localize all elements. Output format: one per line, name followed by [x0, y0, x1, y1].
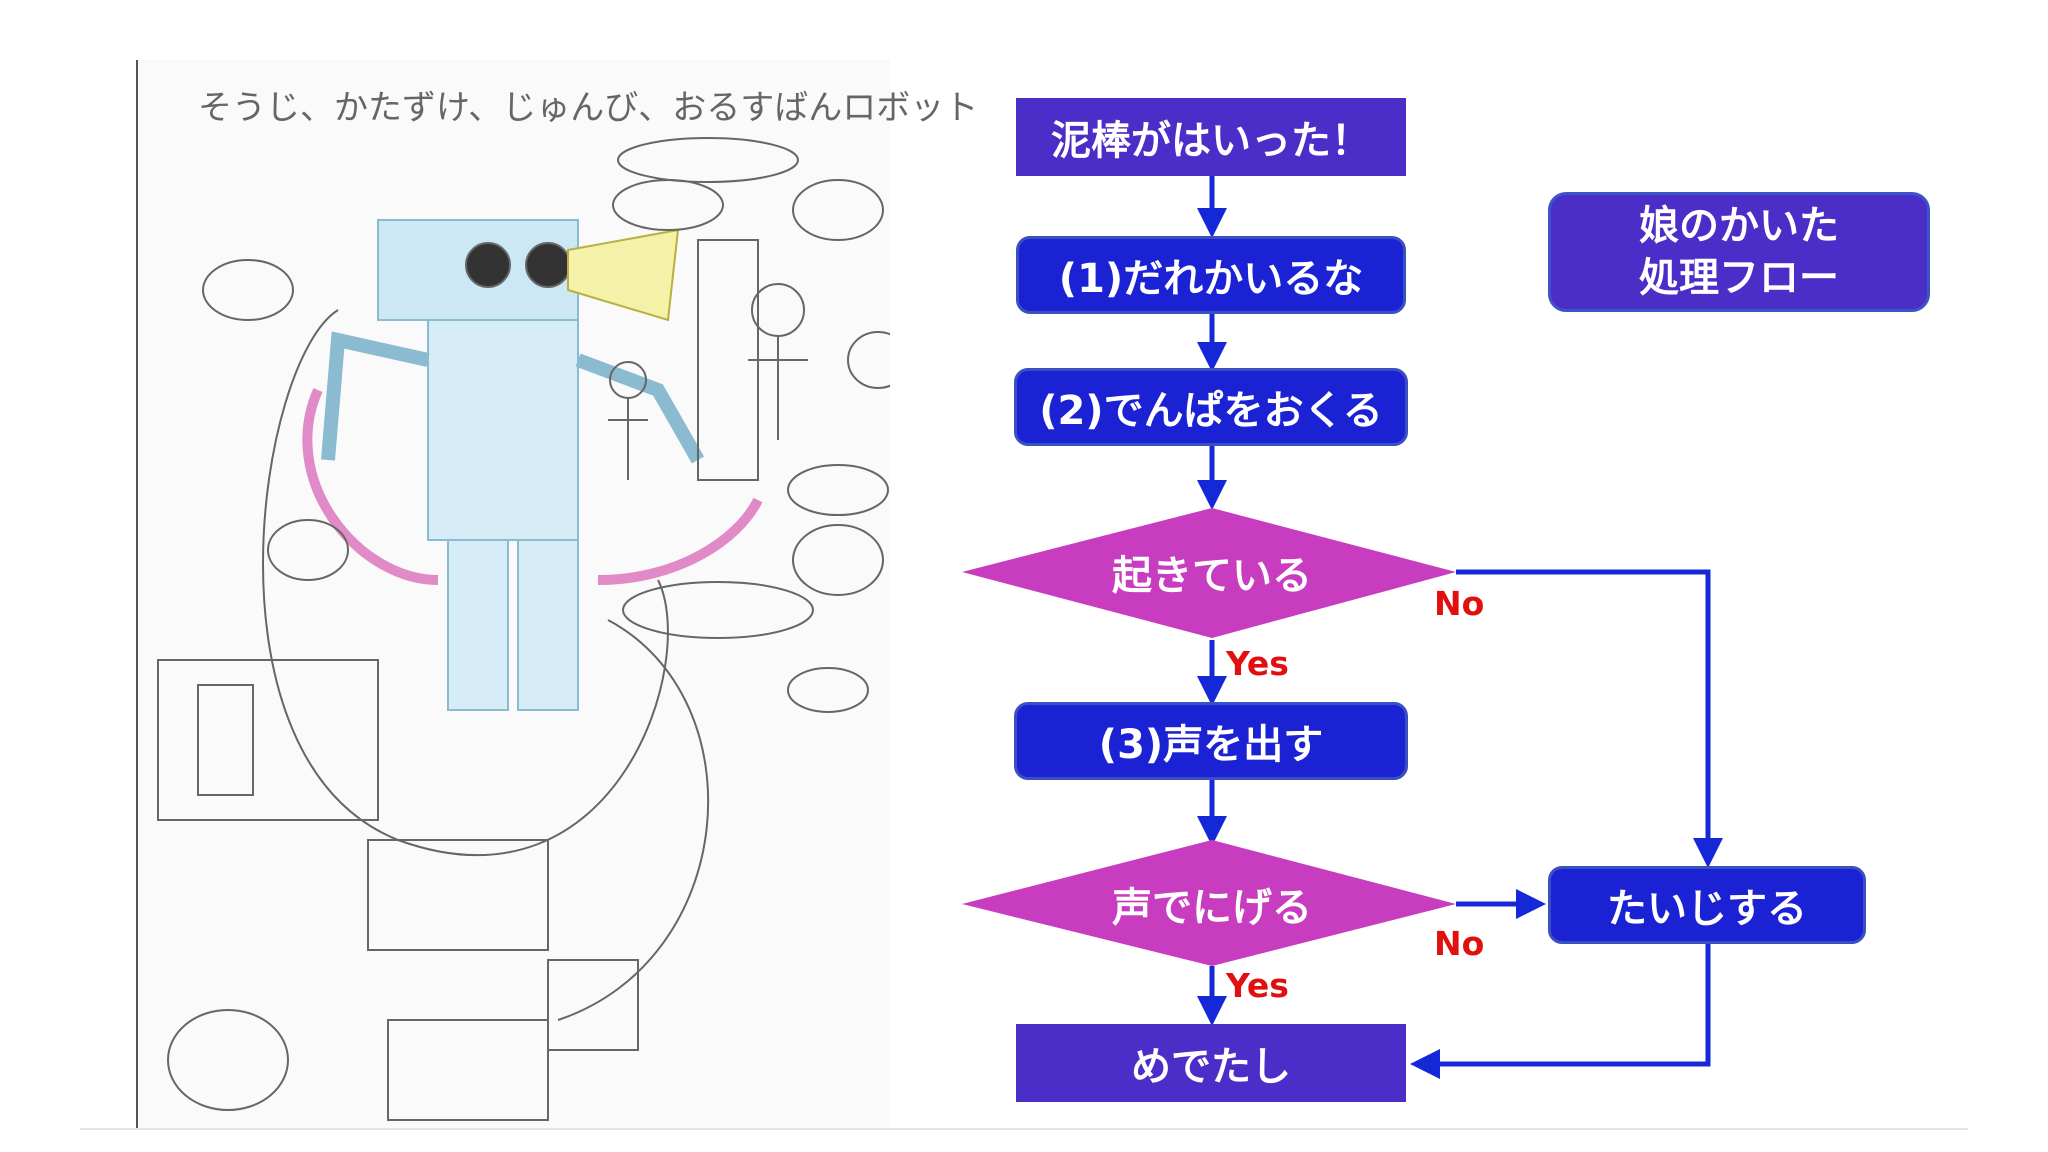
arrow-defeat-end: [1410, 944, 1711, 1079]
robot-sketch: [157, 137, 890, 1121]
caption-line1: 娘のかいた: [1639, 203, 1839, 249]
start-box: 泥棒がはいった！: [1016, 98, 1406, 176]
decision2-yes-label: Yes: [1226, 966, 1289, 1005]
decision1-no-label: No: [1434, 584, 1485, 623]
decision1-yes-label: Yes: [1226, 644, 1289, 683]
divider-line: [80, 1128, 1968, 1130]
step2-box: (2)でんぱをおくる: [1014, 368, 1408, 446]
child-drawing: そうじ、かたずけ、じゅんび、おるすばんロボット: [136, 60, 978, 1130]
step3-box: (3)声を出す: [1014, 702, 1408, 780]
decision2-label: 声でにげる: [1112, 885, 1312, 931]
decision1-shape: [962, 508, 1456, 638]
arrow-decision1-no: [1456, 569, 1723, 868]
decision2-shape: [962, 840, 1456, 966]
decision1-label: 起きている: [1112, 553, 1312, 599]
defeat-box: たいじする: [1548, 866, 1866, 944]
end-box: めでたし: [1016, 1024, 1406, 1102]
caption-note: 娘のかいた 処理フロー: [1548, 192, 1930, 312]
drawing-title: そうじ、かたずけ、じゅんび、おるすばんロボット: [198, 88, 979, 128]
step1-box: (1)だれかいるな: [1016, 236, 1406, 314]
decision2-no-label: No: [1434, 924, 1485, 963]
caption-line2: 処理フロー: [1639, 255, 1839, 301]
